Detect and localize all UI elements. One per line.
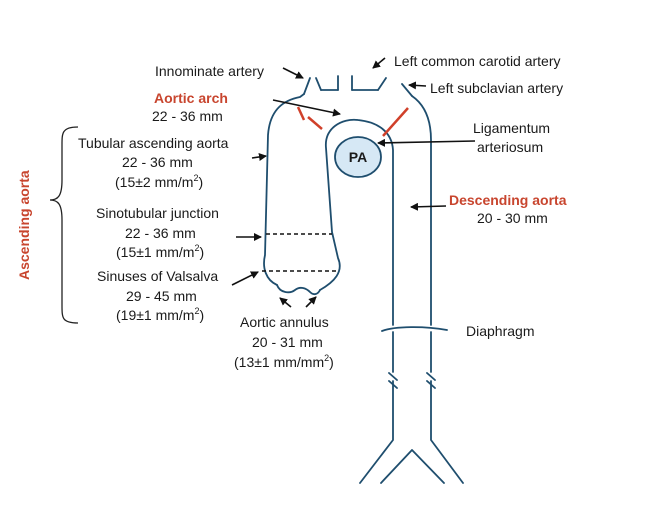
arch-start-marker-2 [307, 116, 323, 130]
sinotubular-index-post: ) [200, 244, 205, 260]
sinotubular-index: (15±1 mm/m2) [116, 243, 204, 260]
carotid-branch [337, 75, 353, 91]
descending-title: Descending aorta [449, 192, 567, 208]
innominate-branch [303, 77, 322, 95]
sinotubular-index-pre: (15±1 mm/m [116, 244, 194, 260]
diaphragm-label: Diaphragm [466, 323, 534, 339]
ligamentum-arrow [377, 138, 476, 147]
tubular-range: 22 - 36 mm [122, 154, 193, 170]
diaphragm-break-outer [426, 372, 436, 389]
ascending-inner-wall [319, 118, 394, 326]
left-subclavian-label: Left subclavian artery [430, 80, 563, 96]
arch-arrow [272, 99, 341, 117]
tubular-title: Tubular ascending aorta [78, 135, 229, 151]
sinotubular-title: Sinotubular junction [96, 205, 219, 221]
ligamentum-label-2: arteriosum [477, 139, 543, 155]
ligamentum-label-1: Ligamentum [473, 120, 550, 136]
annulus-index-sup: 2 [324, 353, 329, 363]
aorta-outline [263, 75, 464, 484]
descending-inner-wall-bottom [359, 380, 394, 484]
ascending-aorta-label: Ascending aorta [16, 170, 32, 280]
diaphragm-break-inner [388, 372, 398, 389]
annulus-title: Aortic annulus [240, 314, 329, 330]
innominate-arrow [282, 67, 304, 79]
sinuses-index-sup: 2 [194, 306, 199, 316]
carotid-arrow [372, 57, 386, 69]
annulus-index: (13±1 mm/mm2) [234, 353, 334, 370]
subclavian-branch [377, 77, 413, 97]
sinuses-range: 29 - 45 mm [126, 288, 197, 304]
descending-range: 20 - 30 mm [477, 210, 548, 226]
pa-circle [334, 136, 382, 178]
tubular-index-post: ) [199, 174, 204, 190]
diaphragm-line [381, 326, 448, 332]
left-carotid-label: Left common carotid artery [394, 53, 561, 69]
annulus-index-post: ) [329, 354, 334, 370]
annulus-arrow-right [305, 296, 317, 308]
ascending-outer-wall [263, 93, 305, 286]
descending-outer-wall-bottom [430, 380, 464, 484]
tubular-arrow [251, 153, 267, 161]
subclavian-arrow [408, 81, 427, 90]
annulus-range: 20 - 31 mm [252, 334, 323, 350]
descending-arrow [410, 202, 447, 211]
pa-label: PA [349, 149, 367, 165]
tubular-index: (15±2 mm/m2) [115, 173, 203, 190]
sinotubular-range: 22 - 36 mm [125, 225, 196, 241]
sinuses-index: (19±1 mm/m2) [116, 306, 204, 323]
sinuses-index-pre: (19±1 mm/m [116, 307, 194, 323]
annulus-index-pre: (13±1 mm/mm [234, 354, 324, 370]
ascending-brace [49, 126, 79, 324]
sinuses-index-post: ) [200, 307, 205, 323]
root-cusps [276, 284, 321, 296]
pointer-arrows [231, 57, 476, 308]
aortic-arch-range: 22 - 36 mm [152, 108, 223, 124]
annulus-arrow-left [279, 297, 292, 308]
innominate-label: Innominate artery [155, 63, 264, 79]
bifurcation-left [380, 449, 445, 484]
sinuses-title: Sinuses of Valsalva [97, 268, 218, 284]
aortic-arch-title: Aortic arch [154, 90, 228, 106]
arch-start-marker [296, 106, 306, 121]
arch-end-marker [382, 107, 409, 137]
sinuses-arrow [231, 271, 259, 286]
tubular-index-sup: 2 [193, 173, 198, 183]
sinotubular-index-sup: 2 [194, 243, 199, 253]
tubular-index-pre: (15±2 mm/m [115, 174, 193, 190]
descending-outer-wall [411, 95, 432, 326]
